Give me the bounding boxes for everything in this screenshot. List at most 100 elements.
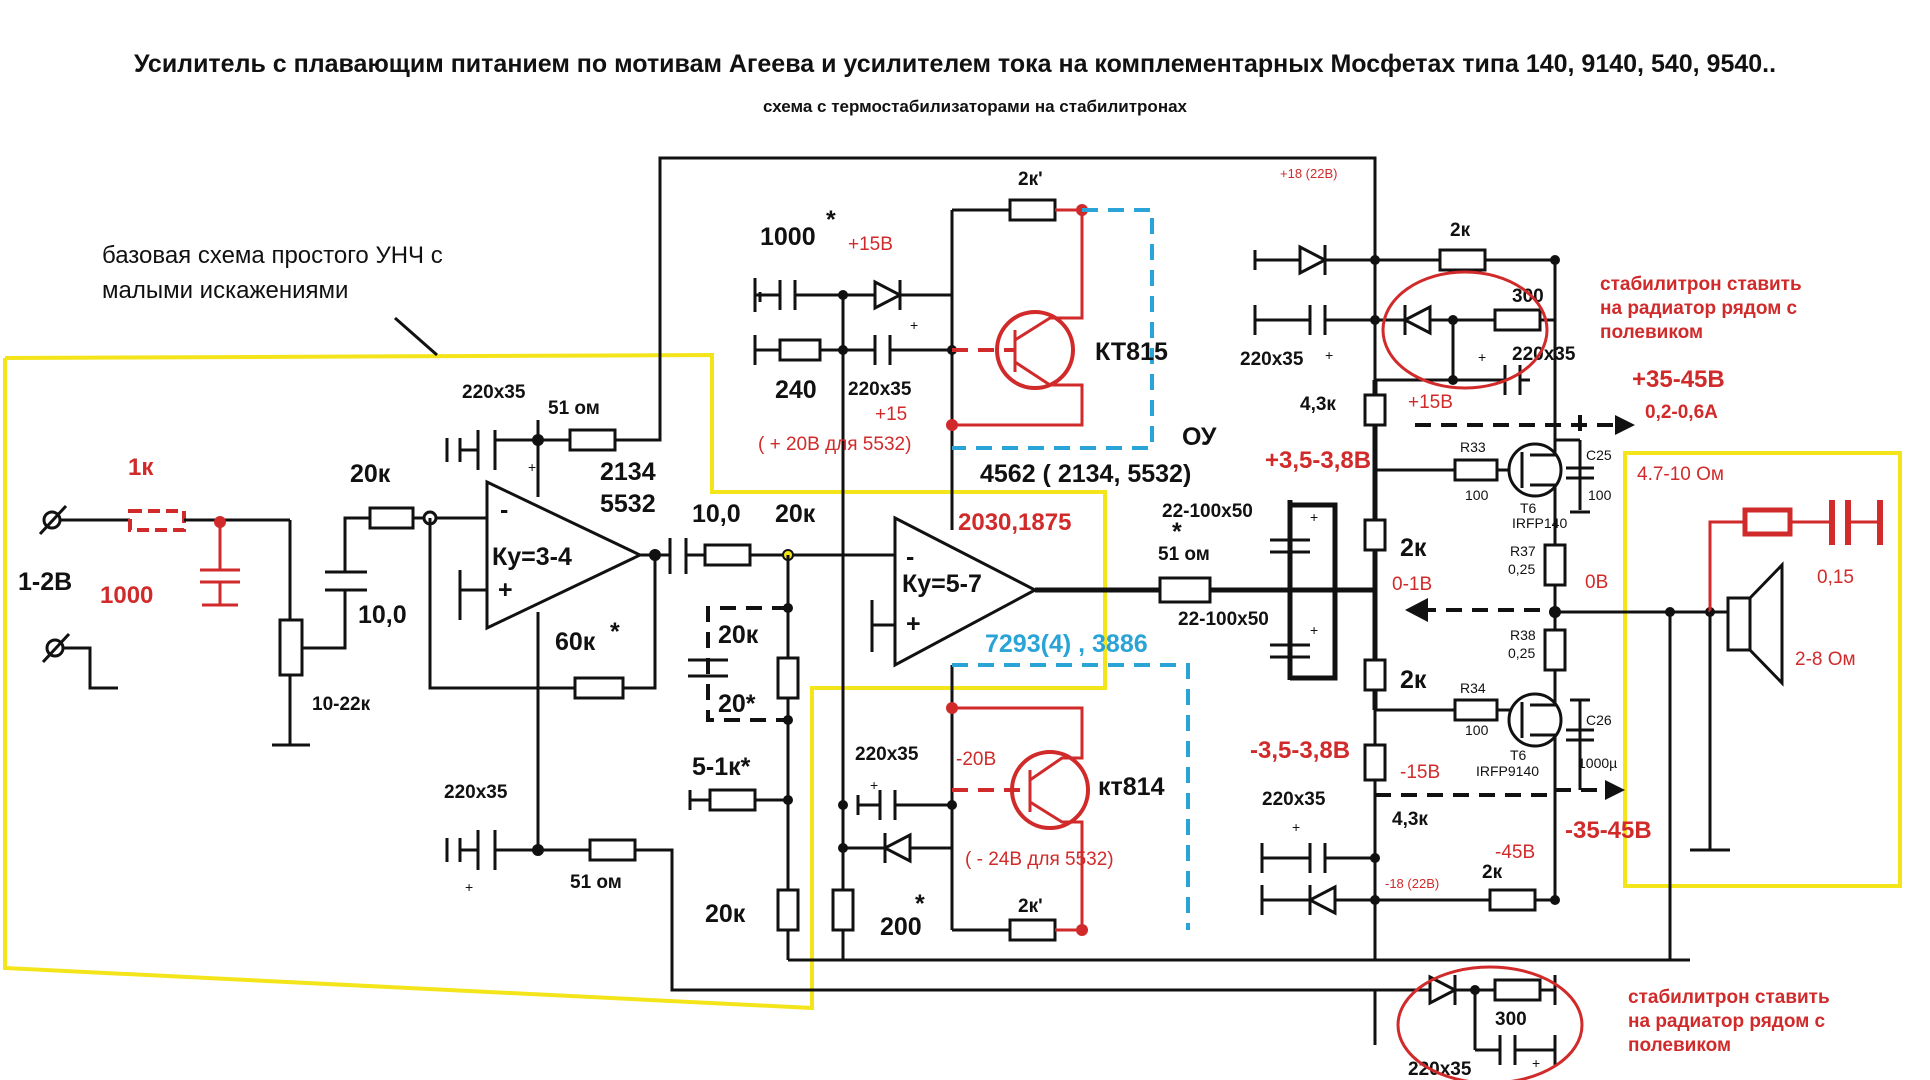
resistor-60k-star: * xyxy=(610,618,620,646)
r37-label: R37 xyxy=(1510,543,1536,559)
zener-bottom-note-3: полевиком xyxy=(1628,1035,1731,1056)
pot-wiper-wire xyxy=(302,590,347,650)
v-plus15-label: +15В xyxy=(848,234,893,255)
r38-label: R38 xyxy=(1510,627,1536,643)
mosfet-bottom-t6: T6 xyxy=(1510,747,1527,763)
resistor-20k-mid xyxy=(703,543,752,567)
resistor-r34 xyxy=(1453,698,1499,722)
supply-top-rail xyxy=(615,156,1377,442)
op1-vplus-node xyxy=(532,434,544,446)
mosfet-bottom-type: IRFP9140 xyxy=(1476,763,1539,779)
minus-rail-arrow xyxy=(1605,780,1625,800)
schematic-title: Усилитель с плавающим питанием по мотива… xyxy=(134,50,1776,78)
zener-top-note-3: полевиком xyxy=(1600,322,1703,343)
mosfet-irfp140-source xyxy=(1530,483,1557,545)
c26-label: C26 xyxy=(1586,712,1612,728)
resistor-51-top xyxy=(568,428,617,452)
op1-feedback-right xyxy=(623,555,657,690)
input-r-label: 1к xyxy=(128,454,154,481)
c25-value: 100 xyxy=(1588,487,1612,503)
resistor-2k-rt xyxy=(1438,248,1487,272)
kt815-bypass xyxy=(952,208,1154,450)
transistor-kt814 xyxy=(1010,750,1090,830)
resistor-43k-top xyxy=(1363,393,1387,427)
resistor-300-bottom xyxy=(1493,978,1542,1002)
base-note-line2: малыми искажениями xyxy=(102,277,348,304)
resistor-43k-top-label: 4,3к xyxy=(1300,394,1336,415)
resistor-r37 xyxy=(1543,543,1567,587)
cap-220x35-bl-label: 220х35 xyxy=(444,782,508,803)
zener-top-note-2: на радиатор рядом с xyxy=(1600,298,1798,319)
op1-output-node xyxy=(649,549,661,561)
resistor-20k-ff xyxy=(776,656,800,700)
op1-feedback-left xyxy=(428,518,575,690)
resistor-2k-bias-bottom xyxy=(1363,658,1387,692)
cap-1000-top-label: 1000 xyxy=(760,223,816,251)
resistor-20k-bottom xyxy=(776,888,800,932)
cap-220x35-rb-label: 220х35 xyxy=(1262,789,1326,810)
mosfet-irfp9140-drain xyxy=(1530,733,1557,900)
op2-gain: Ку=5-7 xyxy=(902,570,982,598)
resistor-5-1k xyxy=(708,788,757,812)
cap-220x35-rt1-label: 220х35 xyxy=(1240,349,1304,370)
volume-potentiometer xyxy=(278,618,304,677)
zener-radiator-top-highlight xyxy=(1381,270,1549,390)
mosfet-top-t6: T6 xyxy=(1520,500,1537,516)
kt814-collector xyxy=(1029,800,1084,930)
resistor-2k-bias-bottom-label: 2к xyxy=(1400,666,1427,694)
resistor-2k-rb xyxy=(1488,888,1537,912)
cap-220x35-mid-label: 220х35 xyxy=(848,379,912,400)
v-minus3-5-label: -3,5-3,8В xyxy=(1250,737,1350,764)
cap-220-rt1-plus: + xyxy=(1325,347,1333,363)
resistor-51-bottom xyxy=(588,838,637,862)
resistor-2k-rb-label: 2к xyxy=(1482,862,1503,883)
resistor-300-bottom-label: 300 xyxy=(1495,1009,1527,1030)
zobel-resistor xyxy=(1742,507,1793,537)
zener-radiator-top xyxy=(1401,304,1432,336)
r33-value: 100 xyxy=(1465,487,1489,503)
op-amp-2 xyxy=(893,515,1039,668)
v-plus15r-label: +15В xyxy=(1408,392,1453,413)
resistor-200-star: * xyxy=(915,890,925,918)
zener-top-op2 xyxy=(873,279,904,311)
op-label: ОУ xyxy=(1182,423,1217,451)
r37-value: 0,25 xyxy=(1508,561,1535,577)
pot-label: 10-22к xyxy=(312,694,371,715)
resistor-300-top xyxy=(1493,308,1542,332)
resistor-240-node xyxy=(838,345,848,355)
zener-rb xyxy=(1306,884,1337,916)
cap-22-100-bot-label: 22-100х50 xyxy=(1178,609,1269,630)
op1-vplus-plus: + xyxy=(528,459,536,475)
speaker-label: 2-8 Ом xyxy=(1795,649,1856,670)
v-minus15-label: -15В xyxy=(1400,762,1440,783)
bottom-rail-right-node xyxy=(1550,895,1560,905)
zobel-r-label: 4.7-10 Ом xyxy=(1637,464,1724,485)
resistor-51-out-label: 51 ом xyxy=(1158,544,1210,565)
input-terminal-ground xyxy=(41,632,118,690)
cap-10-in-wire xyxy=(343,516,370,572)
op2-minus: - xyxy=(906,543,914,571)
cap-220-rt2-node xyxy=(1448,375,1458,385)
v-minus35-45-label: -35-45В xyxy=(1565,817,1652,844)
zobel-c-label: 0,15 xyxy=(1817,567,1854,588)
cap-1000-top-star: * xyxy=(826,206,836,234)
resistor-5-1k-label: 5-1к* xyxy=(692,753,751,781)
input-voltage-label: 1-2В xyxy=(18,568,72,596)
i-02-06-label: 0,2-0,6А xyxy=(1645,402,1718,423)
resistor-2k-top-label: 2к' xyxy=(1018,169,1043,190)
v-minus24-5532-label: ( - 24В для 5532) xyxy=(965,849,1114,870)
bias-pointer-arrow xyxy=(1405,598,1428,622)
mosfet-irfp9140-source xyxy=(1530,690,1557,707)
op1-part-a: 2134 xyxy=(600,458,656,486)
op2-plus: + xyxy=(906,610,921,638)
cap-220-b-plus: + xyxy=(1532,1055,1540,1071)
resistor-200 xyxy=(831,888,855,932)
v-0-1-label: 0-1В xyxy=(1392,574,1432,595)
kt815-emitter-node xyxy=(946,419,958,431)
mosfet-irfp140-drain xyxy=(1530,440,1557,457)
op1-part-b: 5532 xyxy=(600,490,656,518)
resistor-43k-bottom-label: 4,3к xyxy=(1392,809,1428,830)
op2-plus-ground xyxy=(870,623,895,650)
base-note-line1: базовая схема простого УНЧ с xyxy=(102,242,443,269)
speaker-icon xyxy=(1726,561,1784,687)
